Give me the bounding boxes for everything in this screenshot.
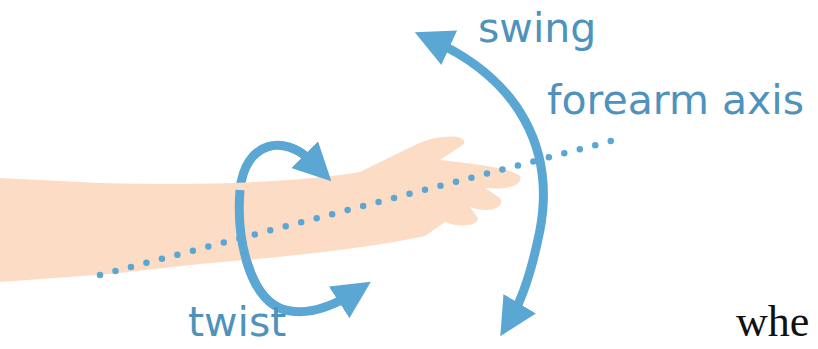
cropped-text: whe xyxy=(736,300,809,344)
swing-label: swing xyxy=(478,8,596,49)
axis-label: forearm axis xyxy=(547,80,804,121)
swing-arrow xyxy=(432,40,543,320)
twist-arrow-front xyxy=(239,190,285,310)
twist-label: twist xyxy=(188,302,286,343)
twist-arrow-tip xyxy=(310,160,318,168)
arm-shape xyxy=(0,137,521,282)
